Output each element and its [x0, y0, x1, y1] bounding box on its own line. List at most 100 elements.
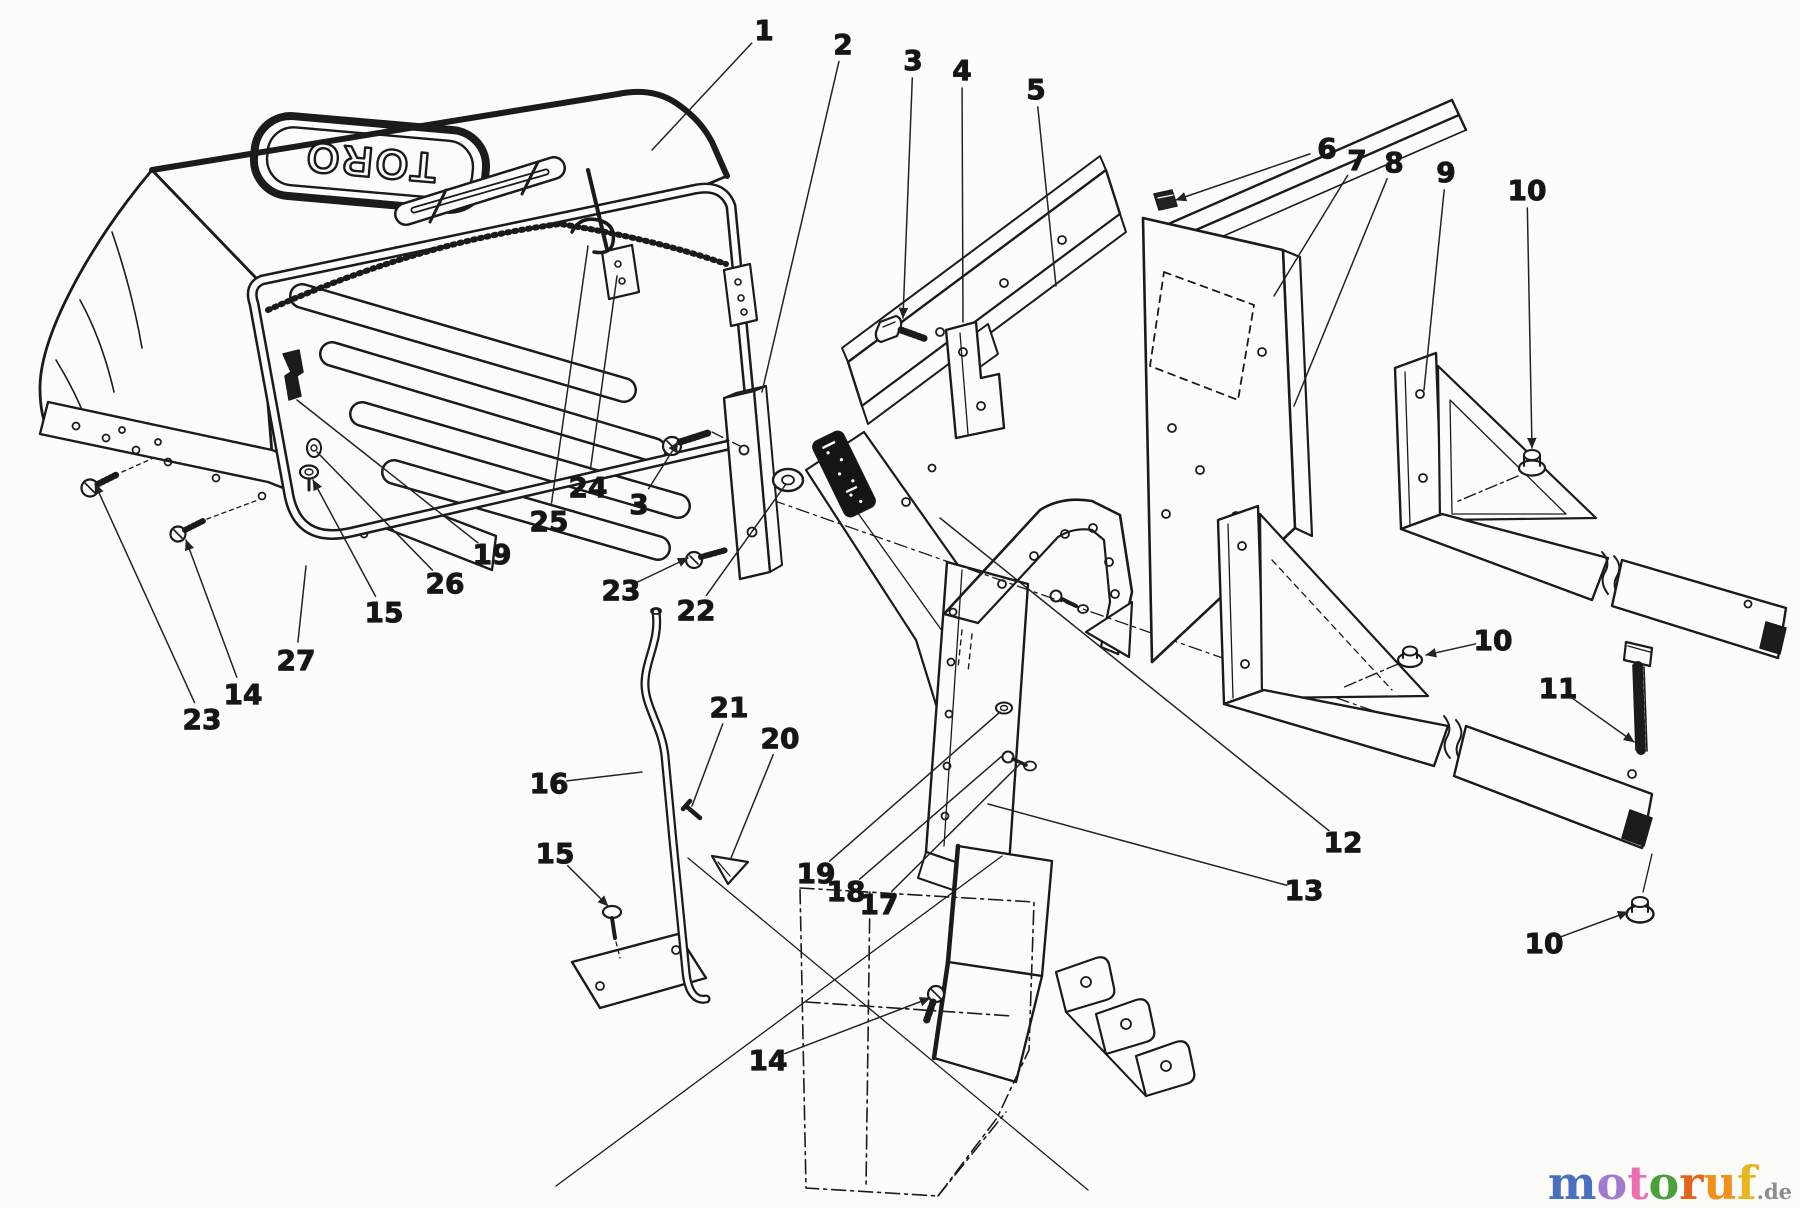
bag-clip — [282, 349, 304, 401]
chute-screw — [922, 984, 946, 1026]
callout-leader-16 — [566, 771, 643, 782]
callout-label-2: 2 — [833, 28, 852, 61]
flange-nut-bottom — [1625, 853, 1655, 924]
callout-leader-4 — [961, 87, 964, 323]
callout-label-15: 15 — [365, 596, 404, 629]
callout-label-14: 14 — [224, 678, 263, 711]
square-nut — [1153, 189, 1178, 211]
callout-label-19: 19 — [473, 538, 512, 571]
callout-leader-11 — [1571, 697, 1635, 743]
callout-label-7: 7 — [1347, 144, 1366, 177]
callout-label-11: 11 — [1539, 672, 1578, 705]
watermark-letter: o — [1596, 1156, 1628, 1208]
flange-nut-upper — [1455, 449, 1547, 503]
callout-leader-20 — [730, 753, 774, 859]
callout-leader-23 — [636, 557, 689, 583]
callout-leader-2 — [761, 60, 840, 393]
callout-leader-10 — [1425, 643, 1477, 658]
callout-label-18: 18 — [827, 875, 866, 908]
callout-label-23: 23 — [602, 574, 641, 607]
callout-leader-10 — [1526, 207, 1537, 449]
screw-mid-lower — [684, 547, 729, 570]
callout-leader-15 — [312, 479, 377, 597]
callout-leader-9 — [1423, 189, 1445, 391]
callout-label-5: 5 — [1026, 73, 1045, 106]
hex-bolt — [1622, 640, 1654, 755]
discharge-chute — [931, 843, 1196, 1098]
callout-leader-1 — [651, 42, 753, 151]
callout-label-6: 6 — [1317, 132, 1336, 165]
spacer-bar — [722, 385, 783, 581]
callout-label-16: 16 — [530, 767, 569, 800]
callout-leader-17 — [891, 761, 1023, 893]
callout-label-3: 3 — [903, 44, 922, 77]
callout-leader-13 — [987, 803, 1288, 887]
callout-leader-8 — [1293, 177, 1388, 407]
callout-label-23: 23 — [183, 703, 222, 736]
callout-label-22: 22 — [677, 594, 716, 627]
clip-stud — [298, 464, 320, 492]
watermark-letter: o — [1648, 1156, 1680, 1208]
callout-label-27: 27 — [277, 644, 316, 677]
callout-label-4: 4 — [952, 54, 971, 87]
callout-label-19: 19 — [797, 857, 836, 890]
flange-nut-mid — [1341, 645, 1424, 689]
callout-leader-3 — [647, 441, 679, 490]
callout-label-14: 14 — [749, 1044, 788, 1077]
callout-leader-25 — [550, 245, 589, 504]
callout-leader-19 — [828, 711, 1001, 862]
watermark-letter: f — [1736, 1156, 1757, 1208]
bolt-top — [874, 314, 930, 344]
callout-leader-14 — [185, 539, 238, 678]
callout-label-13: 13 — [1285, 874, 1324, 907]
callout-leader-22 — [705, 483, 787, 597]
callout-label-9: 9 — [1436, 156, 1455, 189]
watermark-letter: t — [1627, 1156, 1649, 1208]
callout-label-1: 1 — [754, 14, 773, 47]
bag-vent-slats — [289, 283, 691, 561]
wedge-plate — [710, 854, 750, 886]
callout-label-20: 20 — [761, 722, 800, 755]
warning-decal — [812, 430, 876, 518]
clip-washer — [306, 438, 322, 458]
shift-rod — [640, 607, 711, 1004]
callout-leader-12 — [939, 517, 1330, 832]
cotter-pin — [680, 798, 703, 821]
watermark-wordmark[interactable]: motoruf.de — [1548, 1160, 1792, 1206]
callout-leader-19 — [296, 399, 479, 544]
watermark-letter: m — [1547, 1156, 1597, 1208]
callout-label-26: 26 — [426, 567, 465, 600]
watermark-suffix: .de — [1756, 1179, 1792, 1204]
bracket-arm-lower — [1216, 504, 1654, 850]
callout-leader-27 — [297, 565, 307, 643]
watermark-letter: r — [1679, 1156, 1704, 1208]
callout-leader-10 — [1560, 911, 1629, 938]
callout-leader-24 — [589, 275, 618, 470]
callout-leader-18 — [858, 755, 1003, 880]
flange-nut-small — [995, 701, 1013, 715]
mounting-plate — [570, 932, 708, 1010]
z-bracket — [944, 320, 1006, 440]
callout-leader-15 — [566, 864, 609, 907]
callout-leader-26 — [316, 451, 434, 571]
callout-leader-23 — [94, 483, 196, 704]
callout-label-12: 12 — [1324, 826, 1363, 859]
hinge-hook — [570, 217, 616, 255]
flange-screw-a — [80, 455, 159, 498]
callout-label-3: 3 — [629, 488, 648, 521]
rod-screw — [601, 904, 623, 959]
arch-support-bracket — [942, 498, 1134, 673]
phantom-chute-outline — [799, 887, 1035, 1197]
callout-label-24: 24 — [569, 471, 608, 504]
callout-leader-5 — [1037, 106, 1057, 287]
callout-leader-7 — [1273, 174, 1349, 297]
callout-label-15: 15 — [536, 837, 575, 870]
callout-label-10: 10 — [1474, 624, 1513, 657]
bag-lacing-cord — [265, 221, 729, 313]
callout-leader-21 — [691, 723, 724, 807]
bag-handle — [394, 156, 566, 226]
callout-label-17: 17 — [860, 888, 899, 921]
corner-plate — [722, 262, 759, 328]
